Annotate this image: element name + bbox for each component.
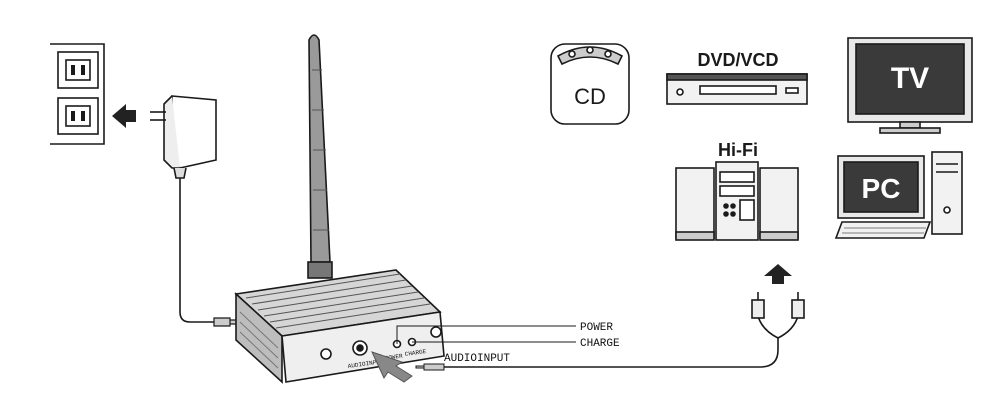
antenna — [307, 34, 333, 279]
dvd-label: DVD/VCD — [697, 50, 778, 70]
audio-input-callout-label: AUDIOINPUT — [444, 353, 510, 365]
hifi-system — [675, 161, 799, 241]
charge-callout-label: CHARGE — [580, 338, 620, 350]
cd-label: CD — [574, 84, 606, 109]
tv-device — [847, 37, 973, 134]
power-callout-label: POWER — [580, 322, 613, 334]
panel-audio-input-label: AUDIOINPUT — [347, 358, 384, 370]
transmitter-box — [234, 269, 445, 384]
power-cable — [179, 178, 214, 323]
audio-plug — [415, 363, 445, 371]
tv-label: TV — [891, 62, 929, 95]
pc-label: PC — [862, 173, 901, 204]
audio-cable — [444, 338, 779, 368]
plug-in-arrow-icon — [112, 104, 136, 128]
cd-device — [550, 43, 630, 125]
power-jack-plug — [213, 317, 239, 327]
audio-insert-arrow-icon — [371, 351, 413, 383]
dvd-player — [666, 73, 808, 105]
callout-lines — [396, 325, 576, 344]
pc-device — [834, 151, 963, 239]
rca-y-cable — [751, 292, 805, 339]
panel-power-label: POWER — [384, 352, 403, 361]
hifi-label: Hi-Fi — [718, 140, 758, 160]
up-arrow-icon — [764, 264, 792, 284]
panel-charge-label: CHARGE — [404, 348, 427, 358]
power-adapter — [150, 95, 217, 179]
wall-outlet — [50, 43, 105, 145]
